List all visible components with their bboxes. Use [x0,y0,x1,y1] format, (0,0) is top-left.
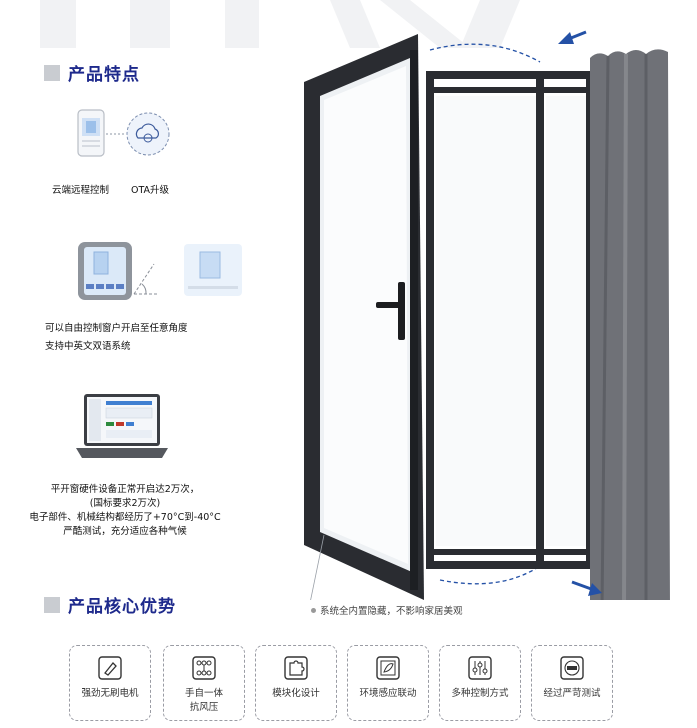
advantage-card-motor: 强劲无刷电机 [69,645,151,721]
environment-sensor-icon [376,656,400,680]
remote-control-illustration [77,109,170,157]
advantages-section-title: 产品核心优势 [44,592,176,617]
phone-icon [77,109,105,157]
arrow-right-icon [571,580,602,596]
sliders-icon [468,656,492,680]
window-back-frame [426,71,594,569]
bottom-dashed-arc [439,565,541,585]
advantage-label: 经过严苛测试 [543,688,601,699]
advantages-title: 产品核心优势 [68,597,176,617]
window-handle-icon [376,282,405,340]
remote-control-caption: 云端远程控制 [52,185,110,196]
note-leader-line [310,534,325,600]
window-product-illustration [304,30,670,600]
motor-icon [98,656,122,680]
test-caption: 平开窗硬件设备正常开启达2万次， (国标要求2万次) 电子部件、机械结构都经历了… [20,483,230,539]
ota-caption: OTA升级 [131,185,170,196]
features-section-title: 产品特点 [44,60,140,85]
angle-control-illustration [78,242,242,300]
advantage-label: 多种控制方式 [451,688,509,699]
laptop-illustration [76,394,168,458]
title-square-icon [44,64,60,81]
cloud-globe-icon [126,112,170,156]
window-note: 系统全内置隐藏，不影响家居美观 [311,603,463,617]
note-dot-icon [311,607,316,613]
advantage-label: 环境感应联动 [359,688,417,699]
advantage-card-wind: 手自一体 抗风压 [163,645,245,721]
arrow-left-icon [558,30,587,44]
angle-caption-line1: 可以自由控制窗户开启至任意角度 [45,323,188,334]
test-caption-line3: 电子部件、机械结构都经历了+70°C到-40°C [29,512,221,523]
window-note-text: 系统全内置隐藏，不影响家居美观 [320,606,463,617]
test-caption-line4: 严酷测试，充分适应各种气候 [63,526,187,537]
advantage-label: 手自一体 抗风压 [184,688,223,713]
advantage-card-environment: 环境感应联动 [347,645,429,721]
advantage-card-tested: 经过严苛测试 [531,645,613,721]
certified-badge-icon [560,656,584,680]
top-dashed-arc [429,43,541,63]
window-open-sash [304,34,424,600]
advantage-label: 强劲无刷电机 [81,688,139,699]
advantage-card-modular: 模块化设计 [255,645,337,721]
app-screen-icon [184,244,242,296]
laptop-icon [76,394,168,458]
advantage-label: 模块化设计 [272,688,320,699]
brand-watermark [40,0,520,48]
features-title: 产品特点 [68,65,140,85]
test-caption-line2: (国标要求2万次) [89,498,161,509]
test-caption-line1: 平开窗硬件设备正常开启达2万次， [50,484,200,495]
angle-caption-line2: 支持中英文双语系统 [45,341,131,352]
control-grid-icon [192,656,216,680]
curtain-icon [590,49,670,600]
puzzle-icon [284,656,308,680]
title-square-icon [44,596,60,613]
opening-angle-icon [133,263,158,295]
advantage-card-control: 多种控制方式 [439,645,521,721]
wall-panel-icon [78,242,132,300]
